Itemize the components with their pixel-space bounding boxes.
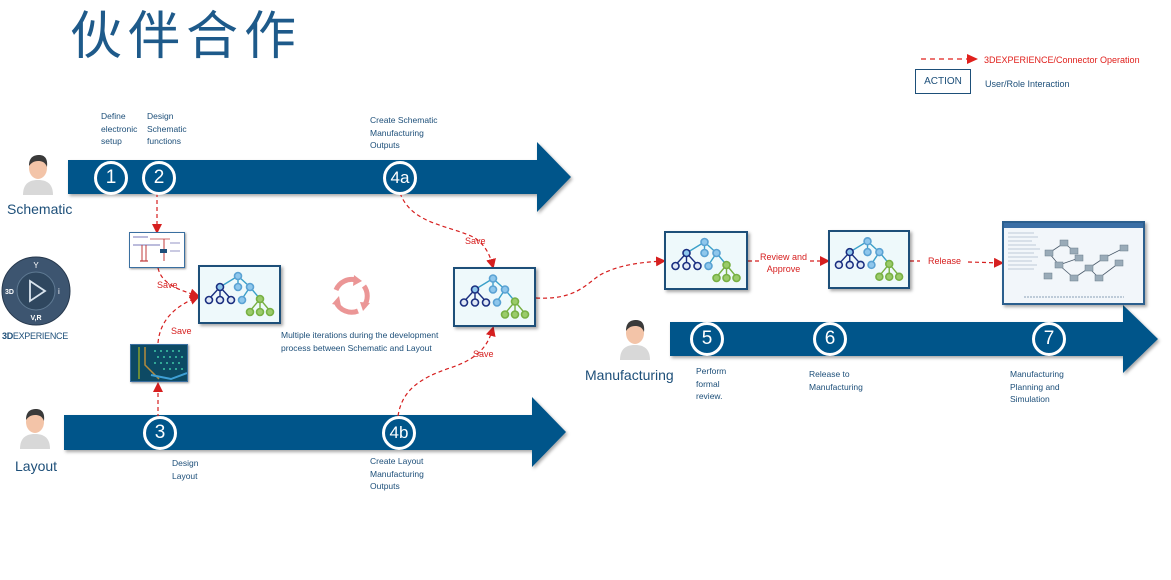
save-layout-label: Save — [171, 326, 192, 336]
connector-tree-to-review — [535, 256, 666, 299]
save-4b-label: Save — [473, 349, 494, 359]
step5-label: Perform formal review. — [696, 365, 726, 403]
product-structure-tree-icon — [834, 236, 904, 282]
step-7-marker: 7 — [1032, 322, 1066, 356]
brand-bold-text: 3D — [2, 331, 13, 341]
review-label-line: Review and — [760, 252, 808, 262]
connector-step4a-to-tree — [399, 192, 496, 269]
step-4a-marker: 4a — [383, 161, 417, 195]
save-4a-label: Save — [465, 236, 486, 246]
step4b-label-line: Outputs — [370, 481, 400, 491]
step4a-label: Create Schematic Manufacturing Outputs — [370, 114, 438, 152]
brand-rest-text: EXPERIENCE — [12, 331, 68, 341]
step7-label-line: Planning and — [1010, 381, 1060, 392]
legend-interaction-label: User/Role Interaction — [985, 79, 1070, 89]
iteration-note-line: process between Schematic and Layout — [281, 342, 432, 353]
step4b-label-line: Manufacturing — [370, 468, 424, 479]
step7-label-line: Manufacturing — [1010, 369, 1064, 379]
review-tree-box — [664, 231, 748, 290]
step5-label-line: formal — [696, 378, 720, 389]
layout-process-arrow — [64, 397, 566, 467]
step4b-label: Create Layout Manufacturing Outputs — [370, 455, 424, 493]
connector-schematic-drawing-to-tree — [157, 267, 200, 299]
iteration-note-line: Multiple iterations during the developme… — [281, 330, 439, 340]
step6-label-line: Release to — [809, 369, 850, 379]
schematic-user-avatar-icon — [23, 155, 53, 195]
step-6-marker: 6 — [813, 322, 847, 356]
step2-label-line: Design — [147, 111, 174, 121]
schematic-role-label: Schematic — [7, 201, 73, 217]
schematic-circuit-icon — [133, 236, 180, 262]
step4a-label-line: Outputs — [370, 140, 400, 150]
svg-text:i: i — [58, 287, 60, 296]
step1-label: Define electronic setup — [101, 110, 137, 148]
layout-role-label: Layout — [15, 458, 58, 474]
cycle-arrows-icon — [332, 275, 370, 315]
manufacturing-planning-app-thumbnail — [1002, 221, 1145, 305]
3dexperience-logo: Y 3D i V,R 3DEXPERIENCE — [0, 256, 75, 346]
review-and-approve-label: Review and Approve — [760, 251, 807, 275]
schematic-drawing-thumbnail — [129, 232, 185, 268]
step4a-label-line: Create Schematic — [370, 115, 438, 125]
step-2-marker: 2 — [142, 161, 176, 195]
step-4b-marker: 4b — [382, 416, 416, 450]
manufacturing-role-label: Manufacturing — [585, 367, 674, 383]
legend-dashed-arrow-icon — [921, 54, 978, 64]
pcb-board-icon — [131, 345, 187, 381]
connector-step4b-to-tree — [397, 326, 496, 417]
svg-text:3D: 3D — [5, 289, 14, 296]
svg-text:V,R: V,R — [30, 315, 41, 322]
step2-label: Design Schematic functions — [147, 110, 187, 148]
3dexperience-compass-icon: Y 3D i V,R — [1, 256, 71, 326]
step-5-marker: 5 — [690, 322, 724, 356]
step1-label-line: Define — [101, 111, 126, 121]
legend-action-box: ACTION — [915, 69, 971, 94]
release-label: Release — [928, 256, 962, 266]
svg-text:Y: Y — [33, 261, 39, 270]
approve-label-line: Approve — [766, 264, 801, 274]
planning-diagram-icon — [1004, 223, 1143, 298]
step6-label: Release to Manufacturing — [809, 368, 863, 393]
design-data-tree-box — [198, 265, 281, 324]
layout-user-avatar-icon — [20, 409, 50, 449]
step7-label-line: Simulation — [1010, 394, 1050, 404]
step2-label-line: functions — [147, 136, 182, 146]
connector-approved-to-manufacturing-app — [910, 261, 1002, 263]
approved-tree-box — [828, 230, 910, 289]
step5-label-line: review. — [696, 391, 723, 401]
step3-label-line: Layout — [172, 470, 198, 481]
step3-label-line: Design — [172, 458, 199, 468]
step5-label-line: Perform — [696, 366, 727, 376]
product-structure-tree-icon — [204, 271, 275, 317]
iteration-note: Multiple iterations during the developme… — [281, 329, 438, 354]
connector-layout-board-to-tree — [157, 295, 200, 344]
step3-label: Design Layout — [172, 457, 198, 482]
manufacturing-user-avatar-icon — [620, 320, 650, 360]
legend: 3DEXPERIENCE/Connector Operation User/Ro… — [915, 50, 1155, 100]
step-3-marker: 3 — [143, 416, 177, 450]
page-title: 伙伴合作 — [70, 7, 303, 67]
manufacturing-outputs-tree-box — [453, 267, 536, 327]
step1-label-line: electronic — [101, 123, 138, 134]
layout-board-thumbnail — [130, 344, 188, 382]
step2-label-line: Schematic — [147, 123, 187, 134]
step6-label-line: Manufacturing — [809, 381, 863, 392]
legend-operation-label: 3DEXPERIENCE/Connector Operation — [984, 55, 1140, 65]
step7-label: Manufacturing Planning and Simulation — [1010, 368, 1064, 406]
save-schematic-label: Save — [157, 280, 178, 290]
step4b-label-line: Create Layout — [370, 456, 424, 466]
manufacturing-process-arrow — [670, 305, 1158, 373]
step4a-label-line: Manufacturing — [370, 127, 424, 138]
step1-label-line: setup — [101, 136, 122, 146]
3dexperience-wordmark: 3DEXPERIENCE — [2, 331, 68, 341]
product-structure-tree-icon — [671, 237, 741, 283]
schematic-process-arrow — [68, 142, 571, 212]
step-1-marker: 1 — [94, 161, 128, 195]
product-structure-tree-icon — [459, 274, 530, 319]
